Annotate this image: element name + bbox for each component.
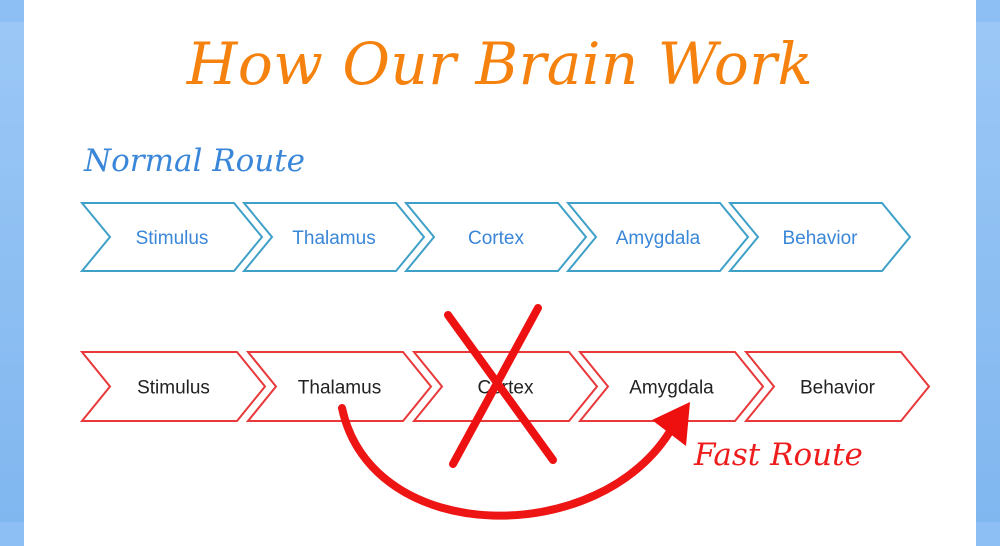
normal_route-step-stimulus-chevron xyxy=(79,202,264,272)
fast_route-step-thalamus-label: Thalamus xyxy=(298,378,381,399)
fast_route-step-amygdala-chevron xyxy=(577,351,765,422)
fast_route-step-stimulus-label: Stimulus xyxy=(137,378,210,399)
cross-out-line-1 xyxy=(444,311,557,464)
normal_route-step-stimulus-label: Stimulus xyxy=(136,228,209,249)
fast_route-step-thalamus-chevron xyxy=(245,351,433,422)
normal_route-step-behavior-chevron xyxy=(727,202,912,272)
normal_route-step-cortex-label: Cortex xyxy=(468,228,524,249)
cross-out-line-2 xyxy=(449,304,542,468)
normal-route-label: Normal Route xyxy=(84,143,306,179)
fast_route-step-stimulus-chevron xyxy=(79,351,267,422)
normal_route-step-amygdala-chevron xyxy=(565,202,750,272)
normal-route-row: Stimulus Thalamus Cortex Amygdala Behavior xyxy=(79,202,912,272)
fast_route-step-behavior-chevron xyxy=(743,351,931,422)
slide-title: How Our Brain Work xyxy=(186,30,814,98)
slide-panel xyxy=(24,0,976,546)
fast-route-label: Fast Route xyxy=(694,437,863,473)
normal_route-step-amygdala-label: Amygdala xyxy=(616,228,701,249)
bypass-arrow-curve xyxy=(338,404,676,520)
normal_route-step-thalamus-label: Thalamus xyxy=(292,228,375,249)
normal_route-step-thalamus-chevron xyxy=(241,202,426,272)
fast_route-step-amygdala-label: Amygdala xyxy=(629,378,714,399)
normal_route-step-behavior-label: Behavior xyxy=(783,228,859,249)
bypass-arrowhead-icon xyxy=(652,402,690,446)
normal_route-step-cortex-chevron xyxy=(403,202,588,272)
fast_route-step-cortex-chevron xyxy=(411,351,599,422)
fast_route-step-behavior-label: Behavior xyxy=(800,378,876,399)
